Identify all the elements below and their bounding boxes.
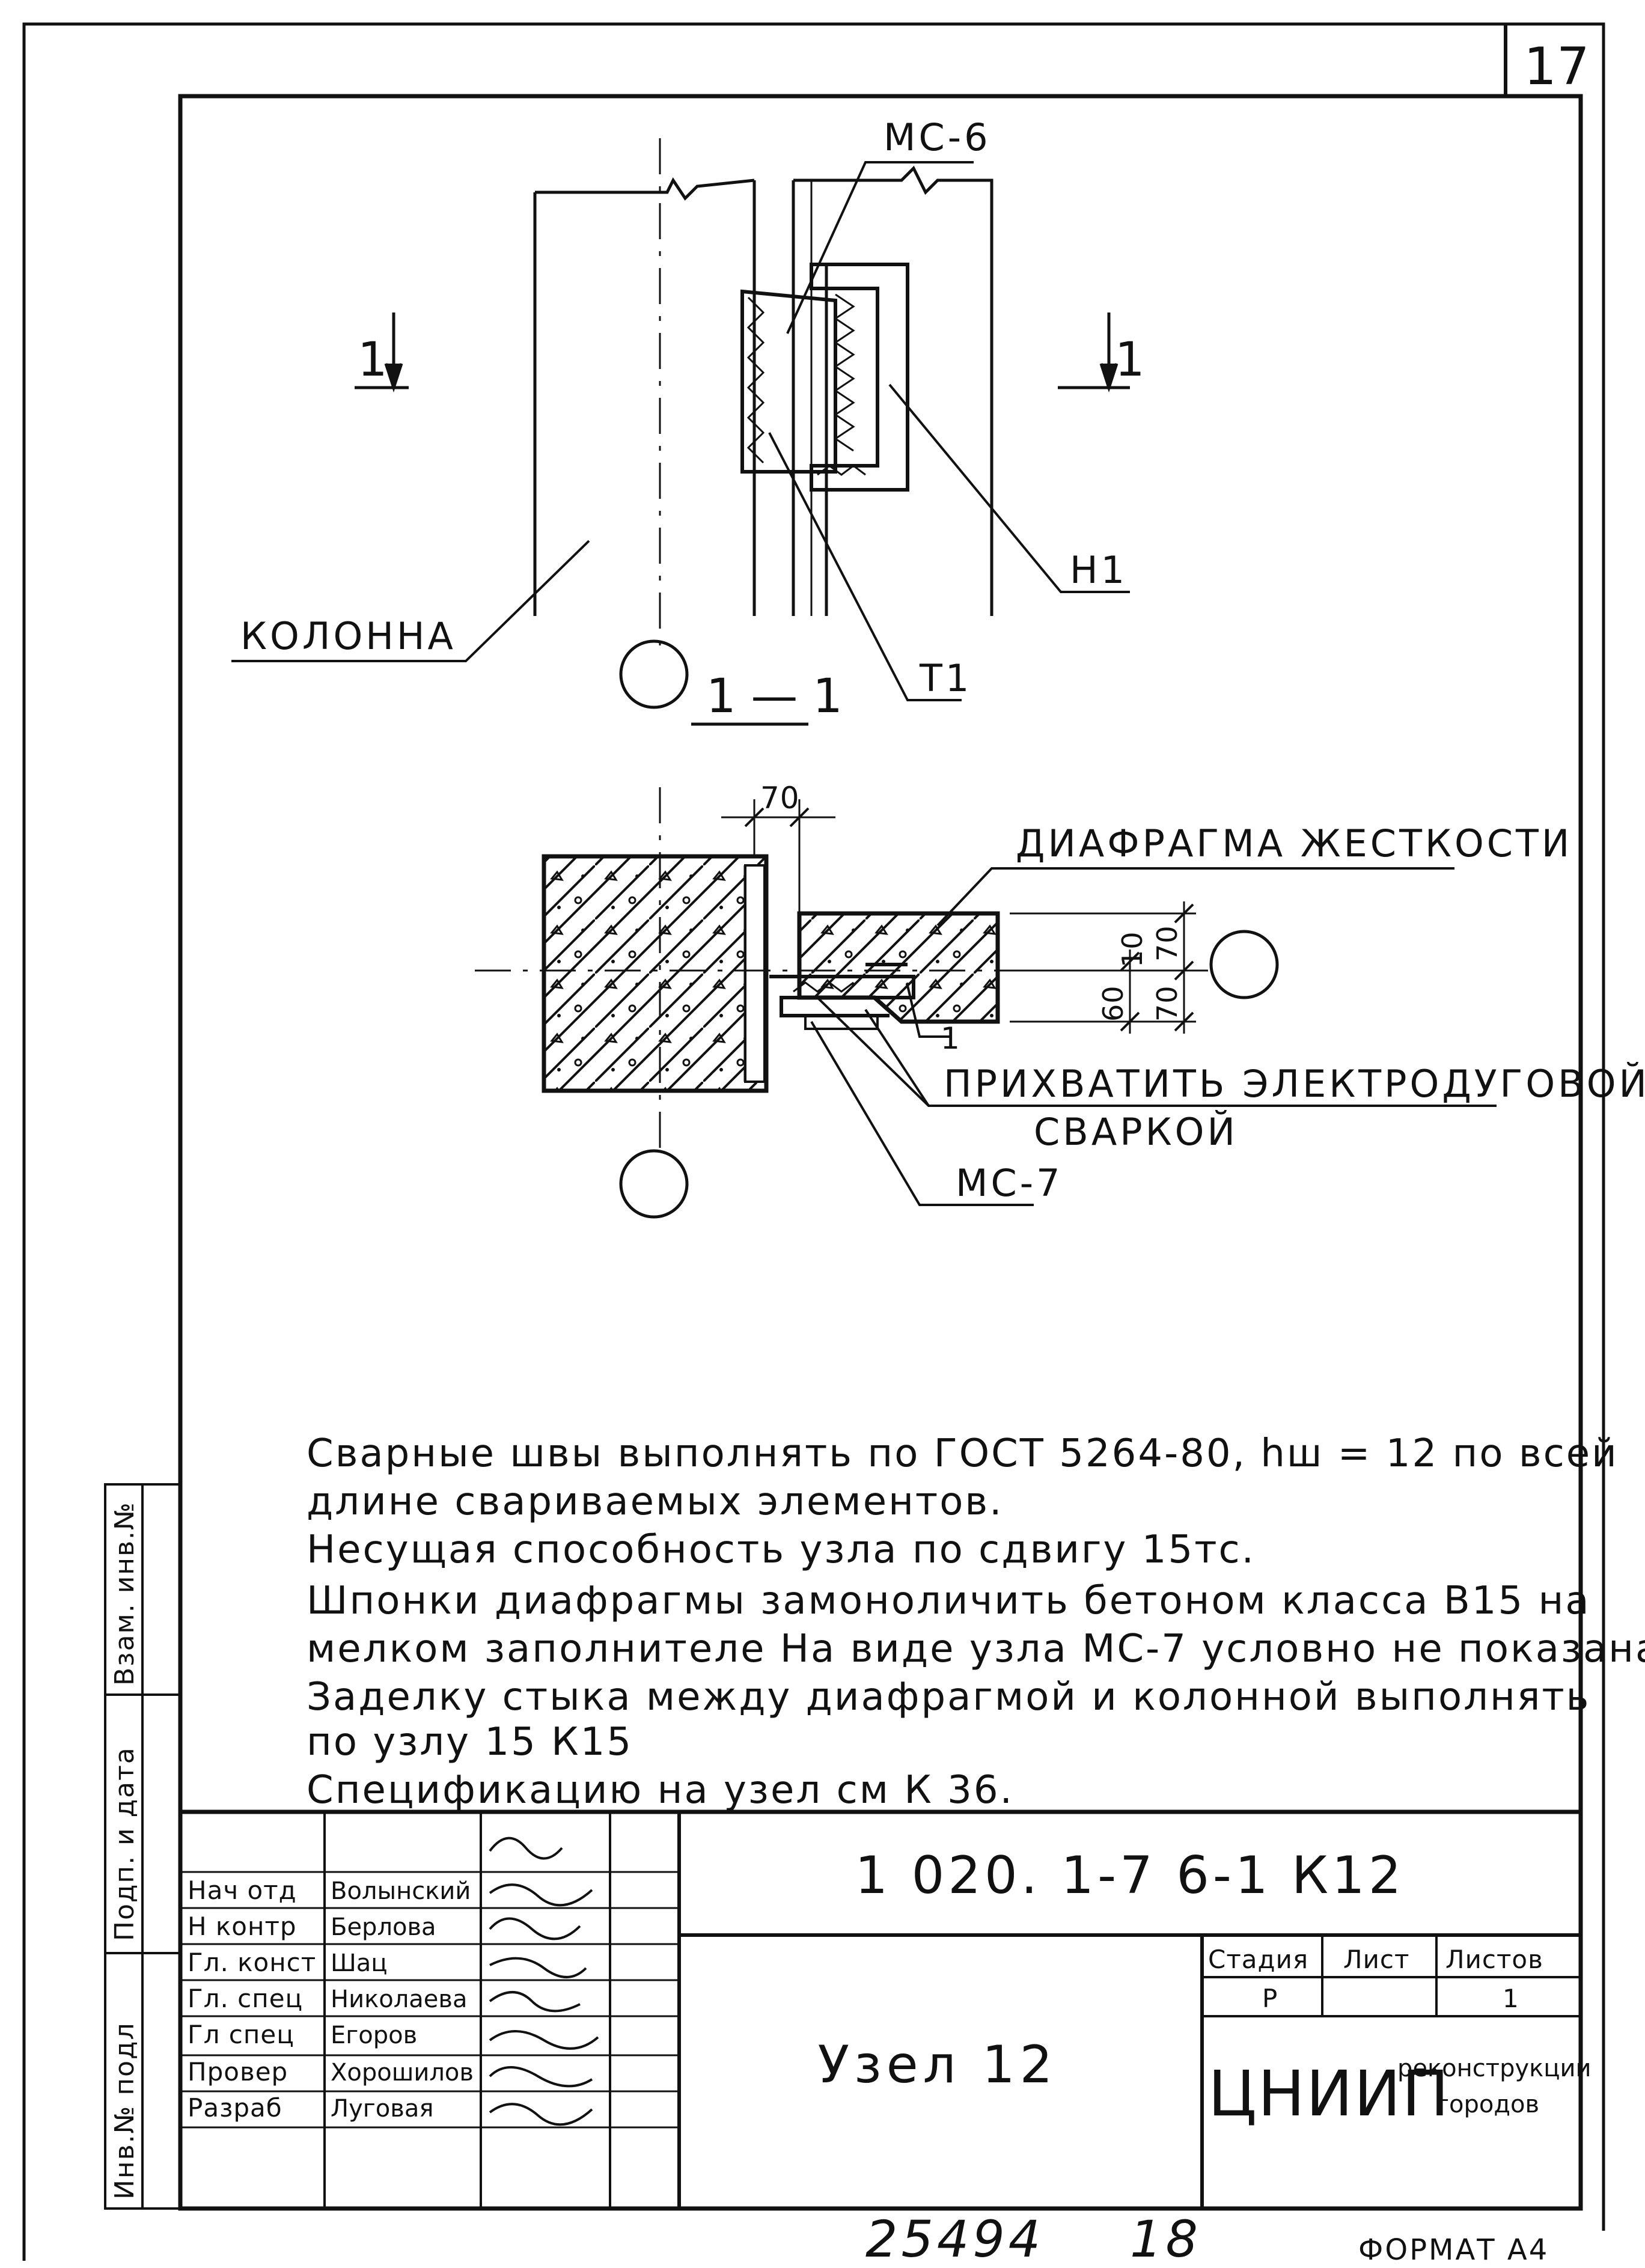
note-line: Несущая способность узла по сдвигу 15тс. — [307, 1528, 1256, 1572]
note-line: по узлу 15 К15 — [307, 1720, 633, 1764]
dim-70-top: 70 — [760, 781, 800, 815]
leader-diaphragm — [936, 867, 1454, 927]
role-name: Егоров — [331, 2022, 417, 2049]
sheet-number: 17 — [1524, 37, 1589, 97]
label-ms7: МС-7 — [956, 1161, 1063, 1205]
axis-bubble-right — [1209, 930, 1279, 999]
archive-number: 25494 — [865, 2210, 1044, 2268]
side-stamp-replace-inv: Взам. инв.№ — [109, 1501, 140, 1686]
note-line: мелком заполнителе На виде узла МС-7 усл… — [307, 1627, 1645, 1671]
drawing-title: Узел 12 — [818, 2035, 1058, 2095]
sheets-header: Листов — [1445, 1945, 1543, 1974]
leader-ms7 — [810, 1020, 1034, 1206]
h1-angle — [810, 263, 909, 492]
side-stamp-sign-date: Подп. и дата — [109, 1746, 140, 1941]
section-mark-left — [355, 312, 409, 393]
leader-t1 — [768, 432, 962, 701]
section-mark-left-label: 1 — [358, 333, 388, 387]
note-line: Заделку стыка между диафрагмой и колонно… — [307, 1675, 1590, 1719]
note-line: Сварные швы выполнять по ГОСТ 5264-80, h… — [307, 1431, 1619, 1476]
label-tack-weld-1: ПРИХВАТИТЬ ЭЛЕКТРОДУГОВОЙ — [944, 1062, 1645, 1106]
dim-70-a: 70 — [1151, 925, 1183, 962]
sheet-header: Лист — [1343, 1945, 1409, 1974]
axis-bubble-plan — [619, 639, 689, 709]
role-name: Шац — [331, 1949, 388, 1977]
dim-70-b: 70 — [1151, 985, 1183, 1022]
ms7-connector — [769, 975, 915, 1017]
sheets-value: 1 — [1503, 1984, 1519, 2013]
role-label: Провер — [188, 2057, 288, 2087]
role-name: Берлова — [331, 1913, 436, 1941]
role-label: Гл. спец — [188, 1984, 303, 2013]
side-stamp-inv-no: Инв.№ подл — [109, 2022, 140, 2199]
role-label: Н контр — [188, 1912, 297, 1941]
leader-ms6 — [786, 161, 974, 334]
section-mark-right — [1058, 312, 1130, 393]
leader-column — [231, 540, 590, 662]
role-name: Хорошилов — [331, 2059, 474, 2087]
column-plan — [533, 177, 756, 616]
role-name: Волынский — [331, 1877, 471, 1905]
section-view — [475, 787, 1497, 1219]
role-name: Николаева — [331, 1986, 467, 2013]
role-label: Гл. конст — [188, 1948, 316, 1977]
note-line: Шпонки диафрагмы замоноличить бетоном кл… — [307, 1579, 1591, 1623]
dim-60: 60 — [1097, 985, 1129, 1022]
label-t1: Т1 — [919, 656, 972, 700]
role-label: Разраб — [188, 2093, 282, 2123]
slab-edge-plan — [792, 165, 993, 616]
title-block — [178, 1809, 1583, 2211]
note-line: длине свариваемых элементов. — [307, 1480, 1003, 1524]
note-line: Спецификацию на узел см К 36. — [307, 1768, 1014, 1812]
label-diaphragm: ДИАФРАГМА ЖЕСТКОСТИ — [1016, 822, 1572, 865]
signature-marks — [489, 1837, 599, 2126]
section-title: 1 — 1 — [706, 669, 843, 724]
org-logo: ЦНИИП — [1208, 2057, 1450, 2130]
role-label: Нач отд — [188, 1876, 297, 1905]
document-code: 1 020. 1-7 6-1 К12 — [855, 1846, 1405, 1906]
plan-view — [231, 138, 1130, 726]
diaphragm-section — [797, 911, 1000, 1024]
stage-value: Р — [1262, 1984, 1278, 2013]
section-mark-right-label: 1 — [1115, 333, 1145, 387]
column-section — [542, 854, 769, 1093]
label-column: КОЛОННА — [240, 614, 456, 658]
leader-h1 — [888, 383, 1130, 593]
format-label: ФОРМАТ А4 — [1358, 2233, 1549, 2267]
stage-header: Стадия — [1208, 1945, 1308, 1974]
label-tack-weld-2: СВАРКОЙ — [1034, 1110, 1238, 1154]
org-line-2: городов — [1436, 2091, 1539, 2118]
role-name: Луговая — [331, 2095, 433, 2123]
label-1: 1 — [941, 1021, 960, 1056]
dim-10: 10 — [1116, 931, 1149, 968]
role-label: Гл спец — [188, 2020, 295, 2049]
label-ms6: МС-6 — [884, 115, 991, 159]
axis-bubble-bottom — [619, 1149, 689, 1219]
copy-number: 18 — [1130, 2210, 1201, 2268]
leader-1 — [906, 985, 950, 1038]
label-h1: Н1 — [1070, 548, 1128, 592]
org-line-1: реконструкции — [1397, 2055, 1592, 2082]
notes-block: Сварные швы выполнять по ГОСТ 5264-80, h… — [307, 1431, 1645, 1812]
